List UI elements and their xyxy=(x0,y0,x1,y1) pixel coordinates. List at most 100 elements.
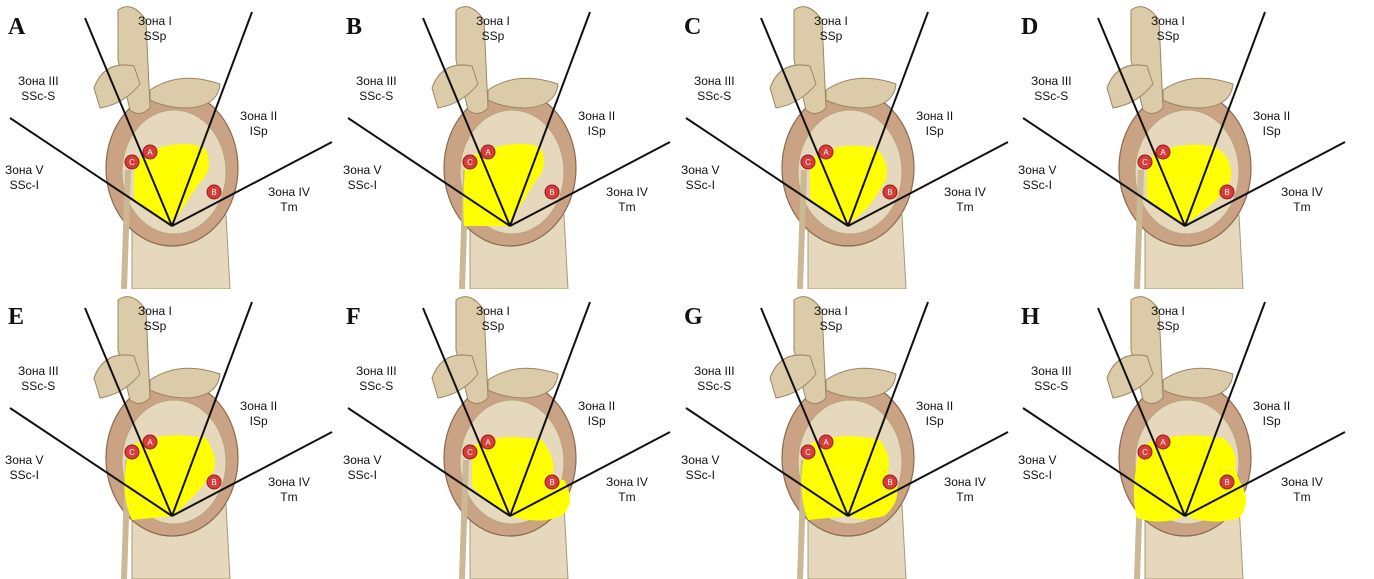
zone2-name: Зона II xyxy=(240,109,277,124)
zone3-code: SSc-S xyxy=(1031,89,1072,104)
zone5-name: Зона V xyxy=(1018,453,1057,468)
landmark-label-a: A xyxy=(147,438,153,447)
zone5-name: Зона V xyxy=(343,453,382,468)
zone1-code: SSp xyxy=(1151,29,1185,44)
zone2-name: Зона II xyxy=(916,399,953,414)
panel-letter: C xyxy=(684,14,701,41)
biceps-tendon xyxy=(124,170,128,289)
zone2-code: ISp xyxy=(578,414,615,429)
landmark-label-c: C xyxy=(467,158,473,167)
zone2-label: Зона IIISp xyxy=(578,109,615,139)
landmark-label-b: B xyxy=(211,478,216,487)
landmark-label-b: B xyxy=(1224,478,1229,487)
zone5-name: Зона V xyxy=(1018,163,1057,178)
zone3-code: SSc-S xyxy=(1031,379,1072,394)
zone1-code: SSp xyxy=(476,29,510,44)
zone2-label: Зона IIISp xyxy=(1253,399,1290,429)
zone2-name: Зона II xyxy=(240,399,277,414)
zone4-code: Tm xyxy=(1281,490,1323,505)
zone5-code: SSc-I xyxy=(681,178,720,193)
zone1-name: Зона I xyxy=(814,304,848,319)
zone3-name: Зона III xyxy=(1031,364,1072,379)
zone2-name: Зона II xyxy=(578,399,615,414)
zone3-code: SSc-S xyxy=(18,379,59,394)
zone5-label: Зона VSSc-I xyxy=(1018,163,1057,193)
zone5-code: SSc-I xyxy=(343,178,382,193)
zone4-label: Зона IVTm xyxy=(1281,185,1323,215)
panel-letter: E xyxy=(8,304,24,331)
zone1-name: Зона I xyxy=(476,304,510,319)
landmark-label-c: C xyxy=(129,448,135,457)
panel-letter: B xyxy=(346,14,362,41)
zone4-label: Зона IVTm xyxy=(606,185,648,215)
panel-letter: F xyxy=(346,304,361,331)
landmark-label-a: A xyxy=(1160,438,1166,447)
zone1-label: Зона ISSp xyxy=(138,14,172,44)
landmark-label-a: A xyxy=(1160,148,1166,157)
zone2-code: ISp xyxy=(240,124,277,139)
zone3-code: SSc-S xyxy=(356,89,397,104)
zone3-code: SSc-S xyxy=(356,379,397,394)
zone1-name: Зона I xyxy=(138,14,172,29)
zone5-code: SSc-I xyxy=(1018,468,1057,483)
zone2-label: Зона IIISp xyxy=(578,399,615,429)
zone1-label: Зона ISSp xyxy=(138,304,172,334)
zone1-code: SSp xyxy=(138,319,172,334)
panel-letter: A xyxy=(8,14,25,41)
zone4-name: Зона IV xyxy=(944,185,986,200)
zone1-code: SSp xyxy=(1151,319,1185,334)
zone4-code: Tm xyxy=(268,200,310,215)
zone4-code: Tm xyxy=(268,490,310,505)
zone3-label: Зона IIISSc-S xyxy=(694,364,735,394)
zone4-code: Tm xyxy=(606,200,648,215)
landmark-label-c: C xyxy=(1142,158,1148,167)
landmark-label-b: B xyxy=(887,188,892,197)
panel-b: ABCBЗона ISSpЗона IIISSc-SЗона IIISpЗона… xyxy=(338,0,676,289)
zone4-name: Зона IV xyxy=(944,475,986,490)
biceps-tendon xyxy=(800,170,804,289)
zone1-code: SSp xyxy=(814,29,848,44)
zone5-label: Зона VSSc-I xyxy=(343,453,382,483)
panel-letter: H xyxy=(1021,304,1040,331)
zone3-label: Зона IIISSc-S xyxy=(1031,364,1072,394)
zone2-code: ISp xyxy=(578,124,615,139)
zone3-label: Зона IIISSc-S xyxy=(356,364,397,394)
zone2-code: ISp xyxy=(1253,124,1290,139)
zone2-name: Зона II xyxy=(916,109,953,124)
zone1-name: Зона I xyxy=(1151,14,1185,29)
zone5-label: Зона VSSc-I xyxy=(1018,453,1057,483)
landmark-label-a: A xyxy=(823,148,829,157)
landmark-label-c: C xyxy=(805,158,811,167)
zone2-code: ISp xyxy=(240,414,277,429)
zone4-name: Зона IV xyxy=(1281,185,1323,200)
zone4-name: Зона IV xyxy=(606,475,648,490)
biceps-tendon xyxy=(1137,170,1141,289)
zone1-code: SSp xyxy=(814,319,848,334)
panel-letter: G xyxy=(684,304,703,331)
zone3-name: Зона III xyxy=(356,364,397,379)
zone4-name: Зона IV xyxy=(268,185,310,200)
zone5-code: SSc-I xyxy=(5,468,44,483)
landmark-label-b: B xyxy=(549,478,554,487)
zone3-label: Зона IIISSc-S xyxy=(694,74,735,104)
zone4-name: Зона IV xyxy=(606,185,648,200)
landmark-label-b: B xyxy=(1224,188,1229,197)
landmark-label-a: A xyxy=(147,148,153,157)
zone1-name: Зона I xyxy=(476,14,510,29)
zone3-code: SSc-S xyxy=(18,89,59,104)
zone1-code: SSp xyxy=(476,319,510,334)
zone2-name: Зона II xyxy=(578,109,615,124)
zone5-name: Зона V xyxy=(343,163,382,178)
panel-e: ABCEЗона ISSpЗона IIISSc-SЗона IIISpЗона… xyxy=(0,290,338,579)
landmark-label-c: C xyxy=(467,448,473,457)
zone2-label: Зона IIISp xyxy=(240,109,277,139)
